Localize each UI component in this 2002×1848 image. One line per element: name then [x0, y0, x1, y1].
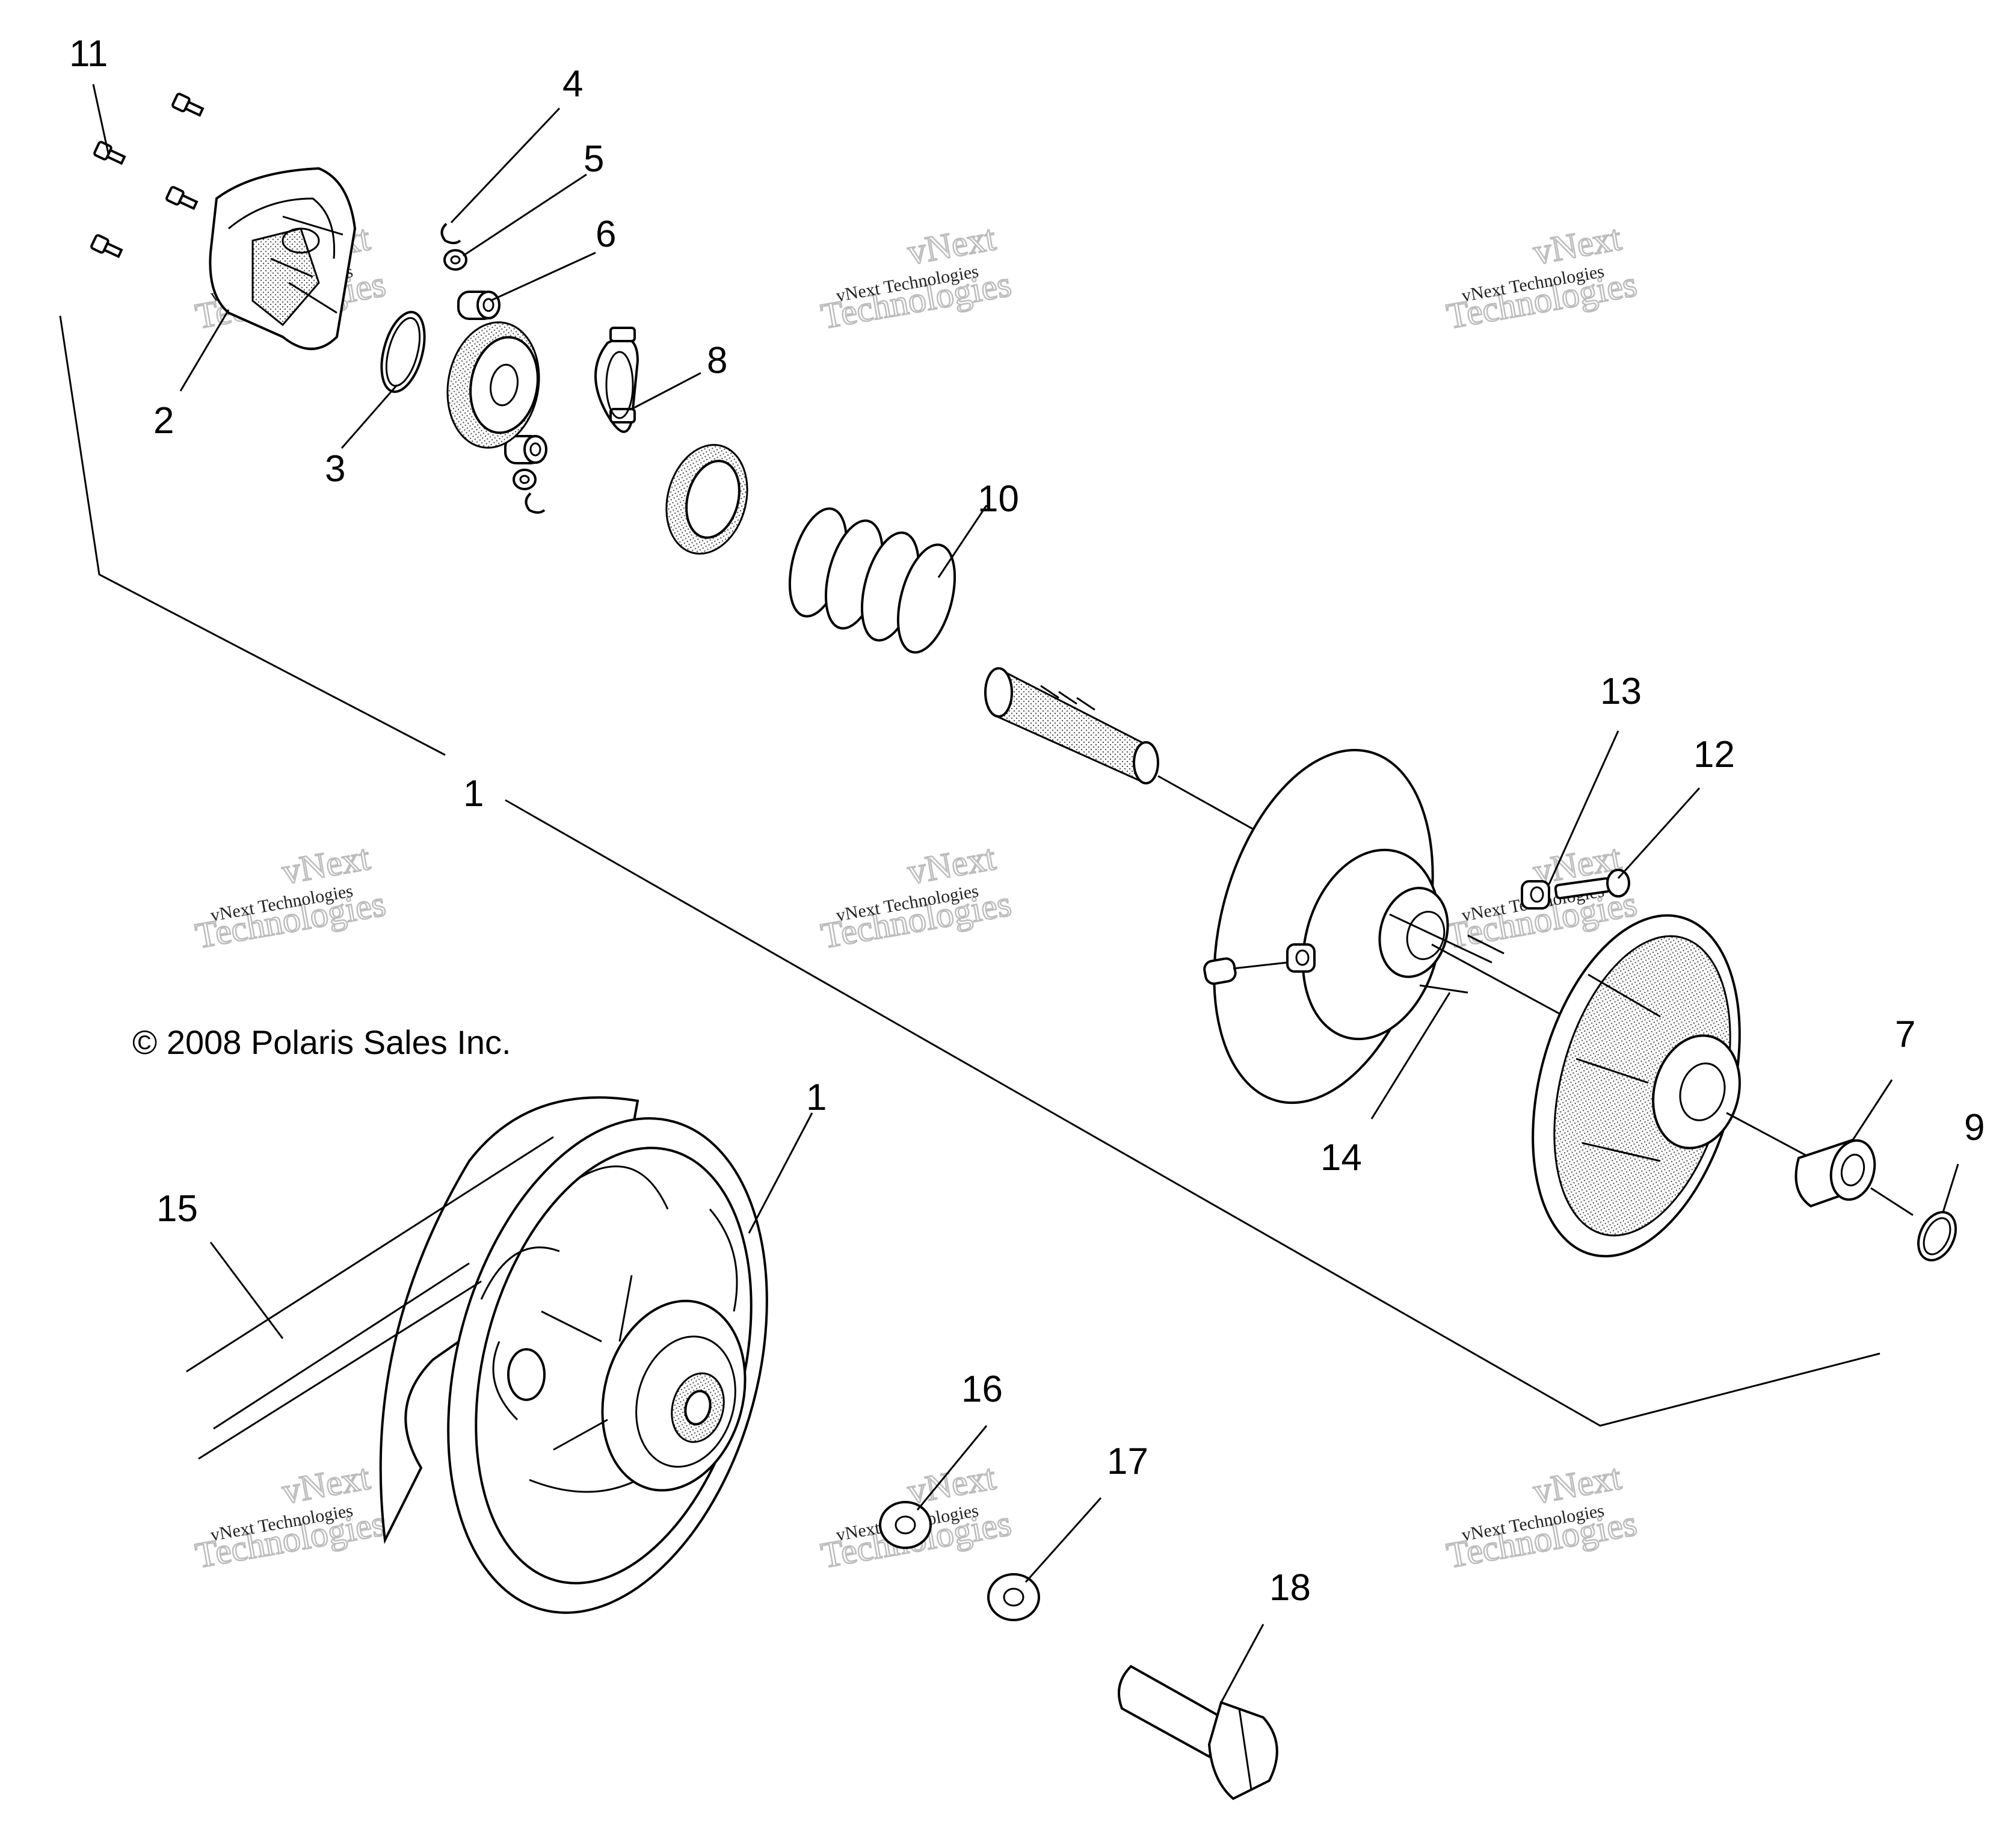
callout-labels: 11 2 3 4 5 6 8 10 1 13 12 7 9 14 1 15 16… [69, 33, 1985, 1609]
callout-8: 8 [707, 340, 727, 381]
part-15-belt [186, 1136, 554, 1460]
part-5-washer [443, 249, 537, 490]
callout-12: 12 [1693, 734, 1735, 775]
part-1-clutch-assembly [379, 1096, 768, 1614]
part-6-bearing [457, 291, 547, 464]
part-7-bearing [1794, 1138, 1914, 1216]
callout-16: 16 [961, 1369, 1003, 1410]
callout-17: 17 [1107, 1441, 1148, 1482]
part-12-bolt [1554, 869, 1630, 900]
callout-7: 7 [1895, 1014, 1915, 1055]
callout-5: 5 [584, 138, 604, 180]
watermark: vNext Technologies vNext Technologies [1443, 1456, 1640, 1577]
part-14-pins [1389, 913, 1505, 994]
callout-14: 14 [1320, 1137, 1362, 1178]
callout-9: 9 [1964, 1107, 1985, 1148]
watermark: vNext Technologies vNext Technologies [192, 837, 389, 957]
part-17-washer [987, 1573, 1040, 1621]
shaft [984, 667, 1288, 849]
fixed-sheave [1532, 914, 1817, 1258]
copyright-notice: © 2008 Polaris Sales Inc. [132, 1023, 511, 1061]
assembly-bracket [59, 315, 1880, 1427]
svg-text:vNext: vNext [279, 837, 373, 892]
spring-seat-disc [665, 444, 748, 555]
watermark: vNext Technologies vNext Technologies [192, 1456, 389, 1577]
part-16-washer [879, 1501, 932, 1549]
leader-lines [92, 84, 1959, 1703]
part-3-ring [380, 310, 426, 393]
callout-1: 1 [463, 773, 484, 815]
part-2-cover [209, 167, 357, 350]
callout-1-assembled: 1 [806, 1077, 827, 1118]
svg-text:vNext: vNext [905, 1457, 999, 1512]
callout-15: 15 [156, 1188, 198, 1230]
callout-13: 13 [1600, 671, 1642, 712]
part-9-ring [1917, 1211, 1957, 1261]
svg-text:vNext: vNext [905, 218, 999, 273]
watermark: vNext Technologies vNext Technologies [818, 837, 1015, 957]
watermark: vNext Technologies vNext Technologies [818, 217, 1015, 337]
part-18-bolt [1118, 1665, 1278, 1800]
part-10-spring [788, 507, 956, 654]
callout-3: 3 [325, 448, 345, 490]
pin-and-roller [1203, 943, 1316, 985]
watermark: vNext Technologies vNext Technologies [1443, 217, 1640, 337]
part-13-roller [1521, 880, 1550, 910]
roller-wheel [446, 321, 540, 449]
callout-11: 11 [69, 33, 108, 75]
svg-text:vNext: vNext [1530, 218, 1624, 273]
part-4-clip [440, 223, 546, 514]
part-11-screws [90, 93, 205, 259]
svg-text:vNext: vNext [279, 1457, 373, 1512]
callout-4: 4 [562, 63, 583, 105]
part-8-bracket [594, 327, 639, 433]
movable-sheave [1213, 748, 1577, 1104]
callout-10: 10 [978, 478, 1019, 520]
callout-2: 2 [153, 400, 174, 442]
callout-6: 6 [596, 214, 616, 255]
callout-18: 18 [1269, 1567, 1311, 1609]
svg-text:vNext: vNext [905, 837, 999, 892]
svg-text:vNext: vNext [1530, 1457, 1624, 1512]
